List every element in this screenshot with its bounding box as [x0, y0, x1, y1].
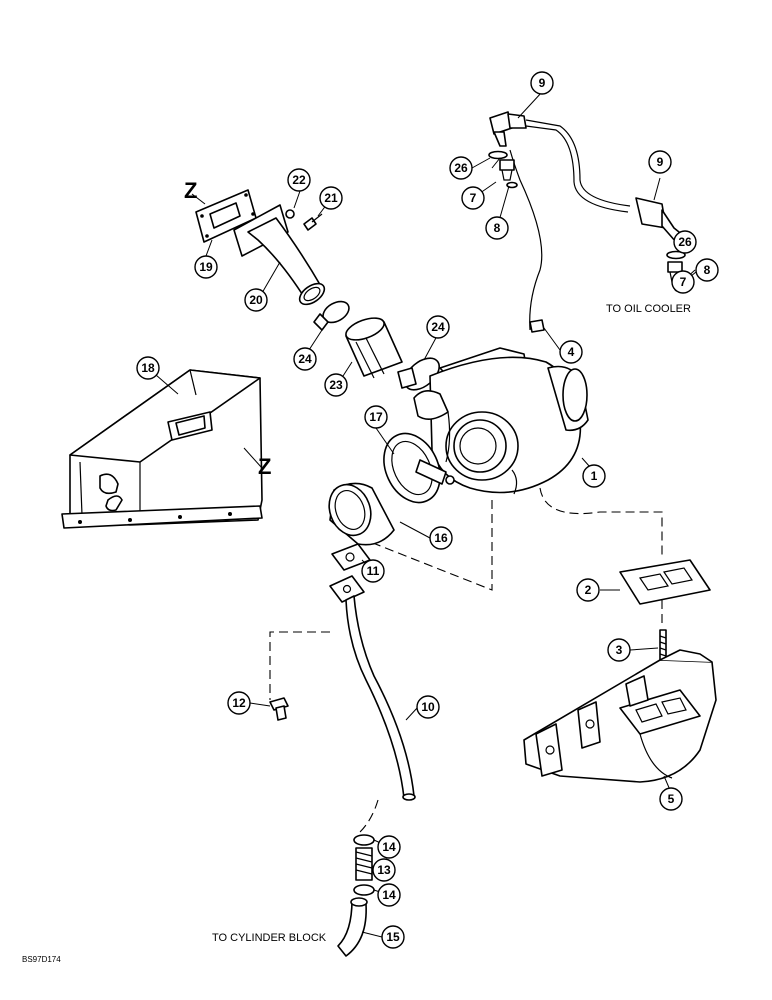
svg-text:14: 14 [382, 888, 396, 902]
svg-text:22: 22 [292, 173, 306, 187]
callout-9-lower: 9 [648, 150, 672, 174]
svg-text:26: 26 [678, 235, 692, 249]
svg-text:9: 9 [657, 155, 664, 169]
callout-26-upper: 26 [449, 156, 473, 180]
callout-18: 18 [136, 356, 160, 380]
callout-9-upper: 9 [530, 71, 554, 95]
svg-text:8: 8 [494, 221, 501, 235]
svg-text:7: 7 [470, 191, 477, 205]
z-mark-upper: Z [184, 178, 197, 203]
svg-text:20: 20 [249, 293, 263, 307]
svg-text:1: 1 [591, 469, 598, 483]
svg-text:9: 9 [539, 76, 546, 90]
assembly-dash-lines [269, 487, 663, 833]
turbocharger [413, 347, 589, 495]
callout-15: 15 [381, 925, 405, 949]
hose-13-clamps-14 [353, 834, 375, 896]
svg-text:7: 7 [680, 275, 687, 289]
bolt-12 [269, 697, 289, 721]
callout-20: 20 [244, 288, 268, 312]
drain-tube-10 [329, 575, 416, 801]
svg-text:13: 13 [377, 863, 391, 877]
callout-2: 2 [576, 578, 600, 602]
figure-reference: BS97D174 [22, 955, 61, 964]
gasket-2 [619, 559, 711, 605]
svg-text:18: 18 [141, 361, 155, 375]
z-mark-lower: Z [258, 454, 271, 479]
callout-16: 16 [429, 526, 453, 550]
svg-text:3: 3 [616, 643, 623, 657]
fittings-upper [488, 150, 518, 189]
svg-text:14: 14 [382, 840, 396, 854]
elbow-15 [337, 897, 368, 957]
oil-supply-line [489, 111, 685, 331]
callout-5: 5 [659, 787, 683, 811]
svg-text:21: 21 [324, 191, 338, 205]
note-to-oil-cooler: TO OIL COOLER [606, 303, 691, 315]
note-to-cylinder-block: TO CYLINDER BLOCK [212, 932, 327, 944]
gasket-19 [195, 189, 257, 243]
svg-text:4: 4 [568, 345, 575, 359]
callout-14-upper: 14 [377, 835, 401, 859]
svg-text:11: 11 [367, 564, 380, 578]
callout-7-lower: 7 [671, 270, 695, 294]
hose-23 [345, 317, 403, 379]
callout-22: 22 [287, 168, 311, 192]
callout-24-right: 24 [426, 315, 450, 339]
elbow-tube-20 [233, 204, 326, 306]
callout-8-upper: 8 [485, 216, 509, 240]
callout-1: 1 [582, 464, 606, 488]
callout-3: 3 [607, 638, 631, 662]
callout-21: 21 [319, 186, 343, 210]
callout-10: 10 [416, 695, 440, 719]
svg-text:10: 10 [421, 700, 435, 714]
callout-14-lower: 14 [377, 883, 401, 907]
callout-13: 13 [372, 858, 396, 882]
callout-12: 12 [227, 691, 251, 715]
callout-19: 19 [194, 255, 218, 279]
aftercooler-housing [61, 369, 263, 529]
svg-text:5: 5 [668, 792, 675, 806]
svg-text:17: 17 [369, 410, 383, 424]
callout-4: 4 [559, 340, 583, 364]
svg-text:12: 12 [232, 696, 246, 710]
v-band-clamp-17 [383, 432, 455, 504]
callout-11: 11 [361, 559, 385, 583]
svg-text:26: 26 [454, 161, 468, 175]
callout-8-lower: 8 [695, 258, 719, 282]
exhaust-manifold-5 [523, 649, 717, 783]
svg-text:24: 24 [431, 320, 445, 334]
callout-26-lower: 26 [673, 230, 697, 254]
svg-text:2: 2 [585, 583, 592, 597]
clamp-24-left [313, 300, 350, 331]
svg-text:19: 19 [199, 260, 213, 274]
svg-text:8: 8 [704, 263, 711, 277]
svg-text:24: 24 [298, 352, 312, 366]
screw-21-washer-22 [285, 209, 323, 231]
svg-text:15: 15 [386, 930, 400, 944]
callout-23: 23 [324, 373, 348, 397]
callout-17: 17 [364, 405, 388, 429]
callout-24-left: 24 [293, 347, 317, 371]
callout-7-upper: 7 [461, 186, 485, 210]
fitting-4 [529, 319, 545, 333]
svg-text:16: 16 [434, 531, 448, 545]
svg-text:23: 23 [329, 378, 343, 392]
adapter-16 [328, 482, 395, 546]
